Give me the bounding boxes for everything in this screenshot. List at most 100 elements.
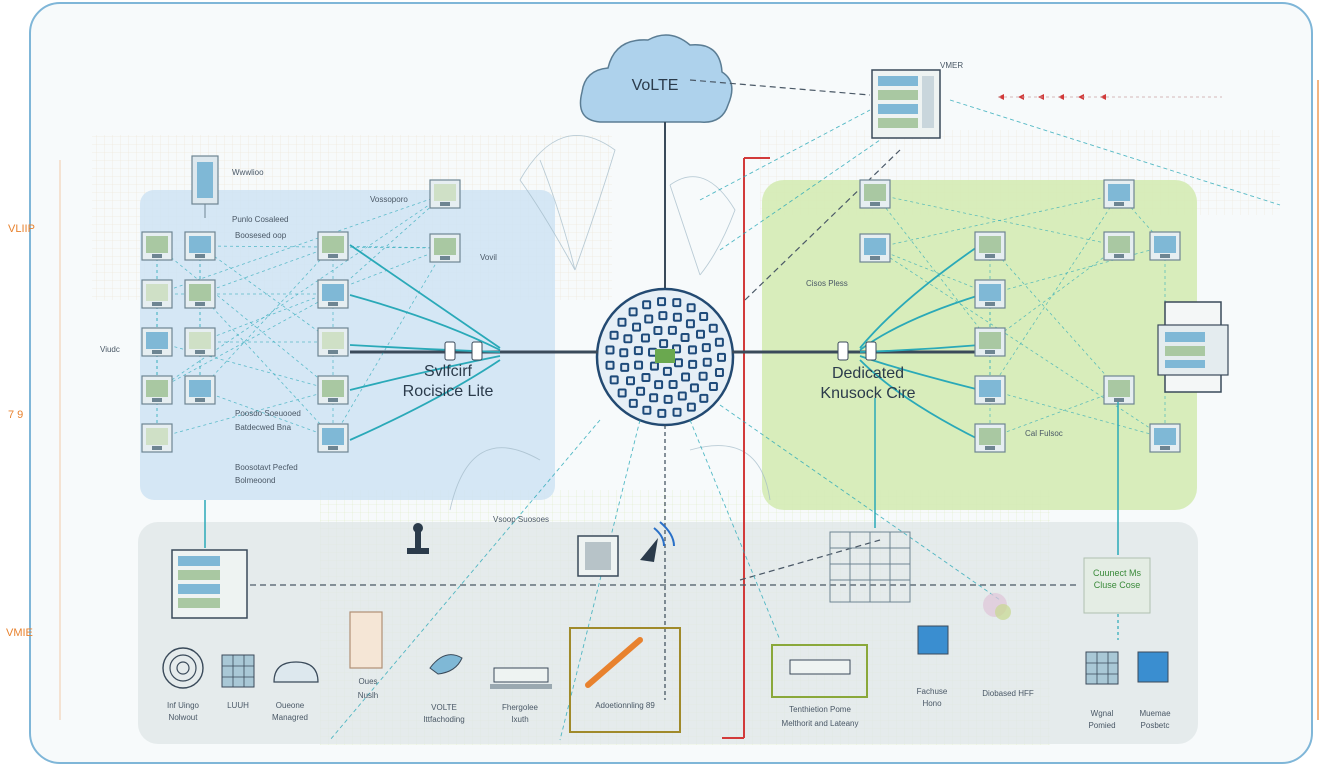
- left-device-1: [184, 231, 216, 261]
- side-label-left-bottom: VMIE: [6, 627, 33, 639]
- left-device-3: [184, 279, 216, 309]
- right-region-title: Dedicated Knusock Cire: [820, 365, 915, 402]
- right-device-0: [859, 179, 891, 209]
- right-device-10: [1103, 375, 1135, 405]
- bottom-label-2-a: Oueone: [276, 701, 305, 710]
- bottom-label-12-b: Cluse Cose: [1094, 580, 1141, 590]
- left-label-8: Boosotavt Pecfed: [235, 463, 298, 472]
- left-label-4: Viudc: [100, 345, 120, 354]
- bottom-label-5-a: Fhergolee: [502, 703, 539, 712]
- left-label-7: Batdecwed Bna: [235, 423, 292, 432]
- left-device-9: [317, 231, 349, 261]
- right-device-6: [974, 423, 1006, 453]
- central-hub: [595, 287, 735, 427]
- bottom-label-1-a: LUUH: [227, 701, 249, 710]
- bottom-label-0-b: Nolwout: [169, 713, 199, 722]
- right-device-1: [859, 233, 891, 263]
- bottom-label-2-b: Managred: [272, 713, 308, 722]
- right-device-2: [974, 231, 1006, 261]
- teal-dashed-links: [329, 99, 1281, 741]
- monitor-icon: [577, 535, 619, 577]
- left-device-11: [317, 327, 349, 357]
- left-device-10: [317, 279, 349, 309]
- left-label-1: Punlo Cosaleed: [232, 215, 288, 224]
- grid-panel-icon: [221, 654, 255, 688]
- right-label-0: Cisos Pless: [806, 279, 848, 288]
- bottom-label-5-b: Ixuth: [511, 715, 528, 724]
- right-device-11: [1149, 423, 1181, 453]
- bottom-label-0-a: Inf Uingo: [167, 701, 200, 710]
- left-label-6: Poosdo Soeuooed: [235, 409, 301, 418]
- left-label-5: Vovil: [480, 253, 497, 262]
- router-icon: [490, 667, 552, 689]
- right-device-7: [1103, 179, 1135, 209]
- svg-text:Rocisice Lite: Rocisice Lite: [403, 383, 494, 400]
- left-label-3: Vossoporo: [370, 195, 408, 204]
- side-label-left-mid: 7 9: [8, 409, 23, 421]
- svg-text:Knusock Cire: Knusock Cire: [820, 385, 915, 402]
- top-right-label: VMER: [940, 61, 963, 70]
- right-device-3: [974, 279, 1006, 309]
- left-device-4: [141, 327, 173, 357]
- left-device-6: [141, 375, 173, 405]
- left-device-8: [141, 423, 173, 453]
- left-device-13: [317, 423, 349, 453]
- tile-grid-icon: [1085, 651, 1119, 685]
- bottom-labels: Inf Uingo Nolwout LUUH Oueone Managred O…: [167, 568, 1171, 730]
- bottom-label-4-b: Ittfachoding: [423, 715, 464, 724]
- top-right-rack-icon: [871, 69, 941, 139]
- phone-icons-left: [444, 341, 483, 361]
- left-region-title: Svlfcirf Rocisice Lite: [403, 363, 494, 400]
- bottom-panel: [138, 522, 1198, 744]
- bottom-label-11-b: Posbetc: [1141, 721, 1170, 730]
- left-device-12: [317, 375, 349, 405]
- left-label-0: Wwwlioo: [232, 168, 264, 177]
- left-device-0: [141, 231, 173, 261]
- highlight-box-right: [771, 644, 868, 698]
- left-label-2: Boosesed oop: [235, 231, 287, 240]
- blue-panel-icon: [917, 625, 1169, 683]
- bird-icon: [429, 654, 463, 675]
- right-device-9: [1149, 231, 1181, 261]
- bottom-label-10-b: Pomied: [1088, 721, 1115, 730]
- bottom-label-4-a: VOLTE: [431, 703, 457, 712]
- bottom-label-3-a: Oues: [358, 677, 377, 686]
- volte-cloud: VoLTE: [579, 34, 733, 123]
- tool-icon: [585, 637, 643, 688]
- svg-text:Dedicated: Dedicated: [832, 365, 904, 382]
- cloud-label: VoLTE: [632, 77, 679, 94]
- left-device-2: [141, 279, 173, 309]
- bottom-label-7-b: Melthorit and Lateany: [782, 719, 859, 728]
- left-device-15: [429, 233, 461, 263]
- bottom-label-9-a: Diobased HFF: [982, 689, 1034, 698]
- left-device-grid: [141, 179, 461, 453]
- right-device-5: [974, 375, 1006, 405]
- side-label-left-top: VLIIP: [8, 223, 35, 235]
- right-side-rack-icon: [1157, 301, 1229, 393]
- dashed-links: [250, 79, 1080, 586]
- highlight-box-left: [569, 627, 681, 733]
- phone-icons-right: [837, 341, 877, 361]
- left-device-5: [184, 327, 216, 357]
- bottom-label-11-a: Muemae: [1139, 709, 1171, 718]
- building-sketch-icon: [829, 531, 911, 603]
- joystick-icon: [407, 523, 429, 554]
- left-device-7: [184, 375, 216, 405]
- right-device-8: [1103, 231, 1135, 261]
- bottom-label-3-b: Nuslh: [358, 691, 378, 700]
- bottom-label-8-a: Fachuse: [917, 687, 948, 696]
- svg-text:Svlfcirf: Svlfcirf: [424, 363, 473, 380]
- hub-nodes: [605, 297, 726, 418]
- left-label-9: Bolmeoond: [235, 476, 275, 485]
- bottom-label-12-a: Cuunect Ms: [1093, 568, 1142, 578]
- bottom-rack-left-icon: [171, 549, 248, 619]
- right-device-4: [974, 327, 1006, 357]
- bottom-label-10-a: Wgnal: [1091, 709, 1114, 718]
- server-tower-icon: [191, 155, 219, 218]
- bottom-label-6-a: Adoetionnling 89: [595, 701, 655, 710]
- wifi-icon: [640, 521, 675, 562]
- right-label-1: Cal Fulsoc: [1025, 429, 1063, 438]
- bottom-label-8-b: Hono: [922, 699, 942, 708]
- teal-connectors-left: [349, 244, 501, 441]
